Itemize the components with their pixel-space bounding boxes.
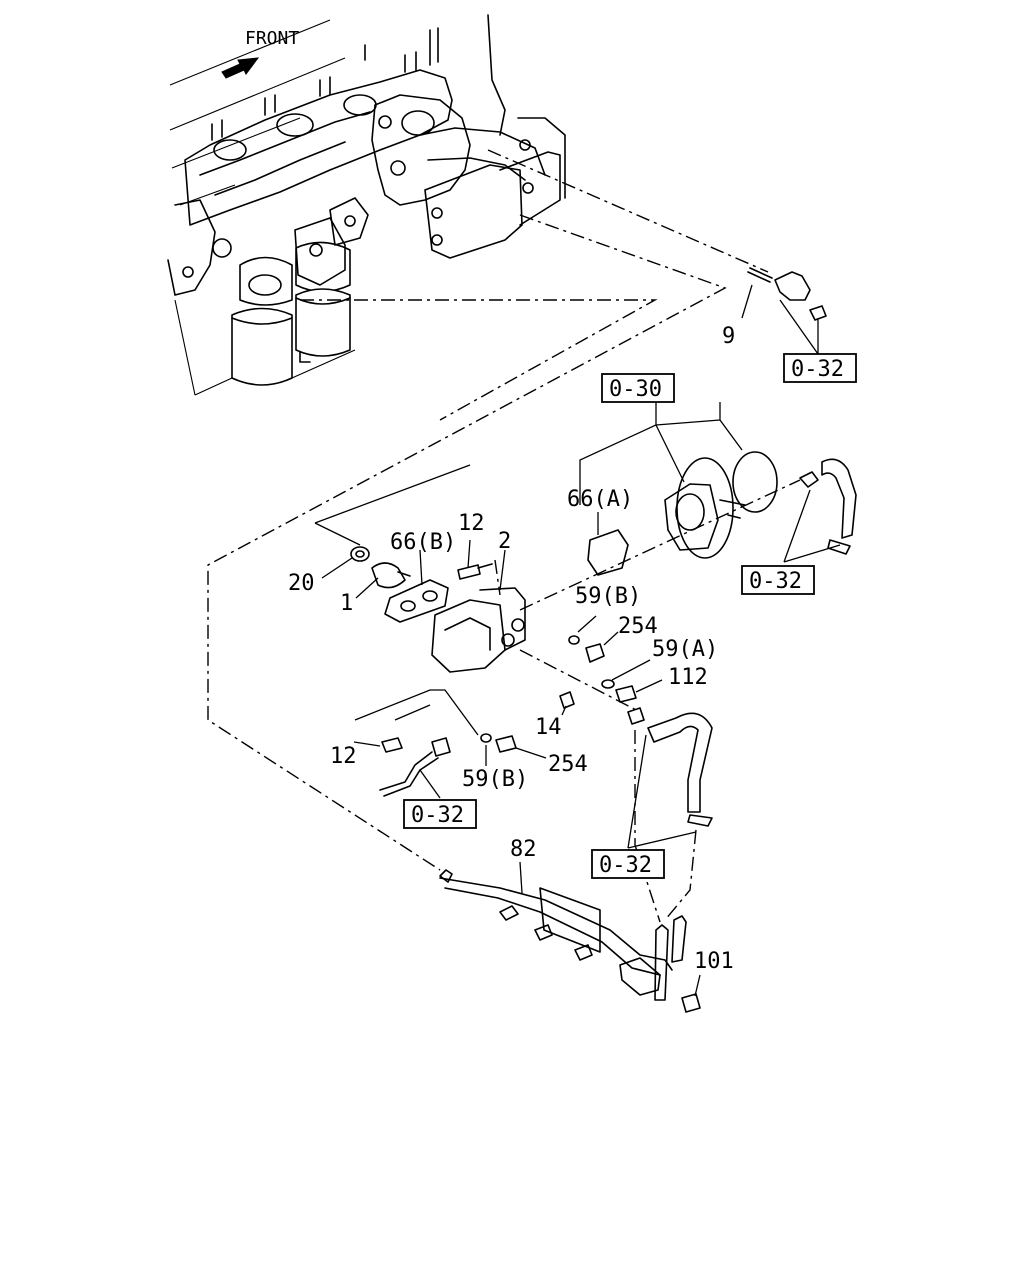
leader-lines [314, 284, 841, 997]
callout-2: 2 [498, 529, 511, 554]
ref-box-0-30: 0-30 [601, 373, 675, 403]
callout-labels: 9 66(A) 66(B) 12 2 20 1 59(B) 254 59(A) … [288, 324, 735, 974]
front-arrow-icon [221, 57, 260, 79]
callout-59a: 59(A) [652, 637, 718, 662]
ref-box-0-32-right: 0-32 [741, 565, 815, 595]
callout-66b: 66(B) [390, 530, 456, 555]
callout-254-bottom: 254 [548, 752, 588, 777]
svg-text:0-32: 0-32 [749, 569, 802, 594]
svg-text:0-32: 0-32 [599, 853, 652, 878]
ref-box-0-32-bottom: 0-32 [591, 849, 665, 879]
callout-1: 1 [340, 591, 353, 616]
svg-text:0-30: 0-30 [609, 377, 662, 402]
callout-9: 9 [722, 324, 735, 349]
svg-text:0-32: 0-32 [411, 803, 464, 828]
stud-and-clamp [747, 267, 827, 321]
callout-254-top: 254 [618, 614, 658, 639]
callout-82: 82 [510, 837, 537, 862]
oil-cooler-assembly [350, 451, 857, 827]
pipe-assembly [439, 869, 701, 1013]
ref-box-0-32-top: 0-32 [783, 353, 857, 383]
front-label: FRONT [245, 28, 299, 49]
callout-59b-bottom: 59(B) [462, 767, 528, 792]
engine-block [167, 14, 566, 396]
callout-14: 14 [535, 715, 562, 740]
callout-59b-top: 59(B) [575, 584, 641, 609]
reference-boxes: 0-32 0-30 0-32 0-32 0-32 [403, 353, 857, 879]
callout-101: 101 [694, 949, 734, 974]
callout-12-bottom: 12 [330, 744, 357, 769]
callout-20: 20 [288, 571, 315, 596]
svg-text:0-32: 0-32 [791, 357, 844, 382]
callout-12-top: 12 [458, 511, 485, 536]
callout-66a: 66(A) [567, 487, 633, 512]
callout-112: 112 [668, 665, 708, 690]
routing-lines [207, 149, 801, 923]
ref-box-0-32-left: 0-32 [403, 799, 477, 829]
